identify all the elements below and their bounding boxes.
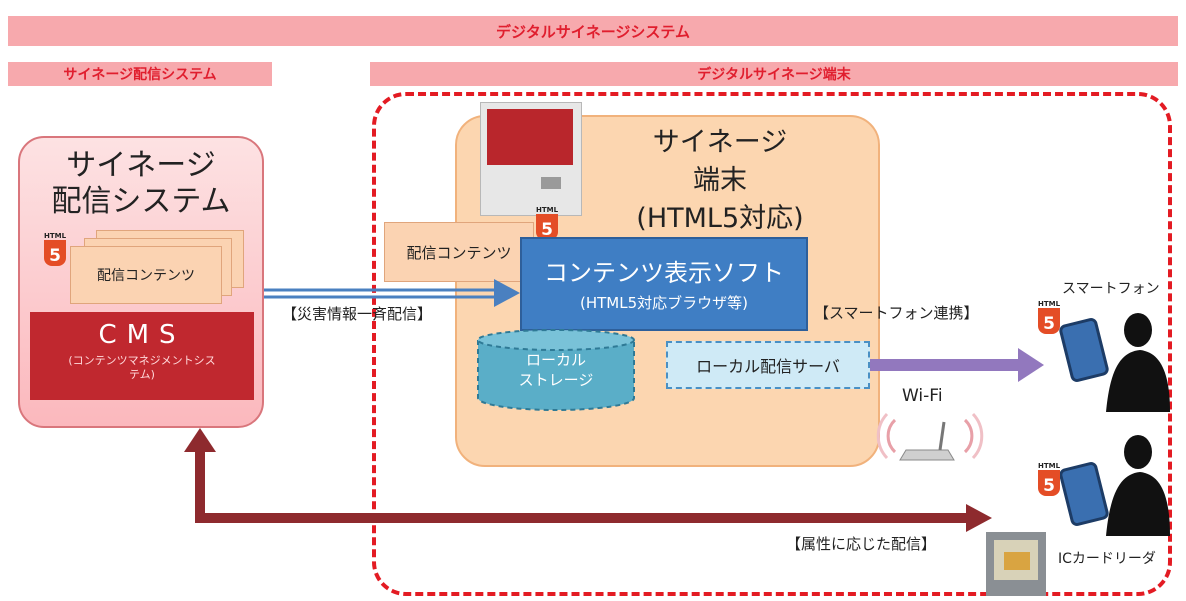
ic-card-reader-label: ICカードリーダ [1058, 551, 1156, 567]
html5-icon-device: HTML 5 [536, 206, 559, 240]
wifi-label: Wi-Fi [902, 386, 943, 406]
distribution-content-card: 配信コンテンツ [70, 246, 222, 304]
person-silhouette-bottom [1106, 435, 1170, 536]
wifi-router-icon [876, 412, 984, 461]
disaster-broadcast-label: 【災害情報一斉配信】 [282, 305, 433, 323]
html5-icon-distribution: HTML 5 [44, 232, 67, 266]
cms-subtitle-1: (コンテンツマネジメントシス [68, 354, 216, 367]
terminal-banner-title: デジタルサイネージ端末 [697, 67, 851, 83]
distribution-banner: サイネージ配信システム [8, 62, 272, 86]
attribute-delivery-label: 【属性に応じた配信】 [786, 535, 937, 553]
system-banner: デジタルサイネージシステム [8, 16, 1178, 46]
display-software-title: コンテンツ表示ソフト [544, 259, 784, 287]
terminal-banner: デジタルサイネージ端末 [370, 62, 1178, 86]
ic-card-reader-image [986, 532, 1046, 596]
terminal-dashed-frame [372, 92, 1172, 596]
signage-device-screen [487, 109, 573, 165]
distribution-banner-title: サイネージ配信システム [63, 67, 217, 83]
smartphone-label: スマートフォン [1062, 281, 1160, 297]
html5-icon-smartphone-bottom: HTML 5 [1038, 462, 1061, 496]
cms-block: CMS (コンテンツマネジメントシス テム) [30, 312, 254, 400]
person-silhouette-top [1106, 313, 1170, 412]
smartphone-link-label: 【スマートフォン連携】 [814, 304, 979, 322]
signage-terminal-title: サイネージ 端末 (HTML5対応) [636, 127, 804, 234]
content-display-software: コンテンツ表示ソフト (HTML5対応ブラウザ等) [520, 237, 808, 331]
attribute-delivery-arrow [184, 428, 992, 532]
smartphone-link-arrow [870, 348, 1044, 382]
local-storage-cylinder [477, 329, 635, 411]
smartphone-device-bottom [1059, 462, 1109, 526]
terminal-content-label: 配信コンテンツ [406, 243, 512, 262]
local-server-label: ローカル配信サーバ [696, 357, 840, 376]
cms-title: CMS [98, 320, 186, 350]
distribution-content-label: 配信コンテンツ [97, 268, 195, 284]
disaster-broadcast-arrow [264, 279, 520, 307]
terminal-content-card: 配信コンテンツ [384, 222, 534, 282]
device-slot [541, 177, 561, 189]
signage-device-image [480, 102, 582, 216]
system-banner-title: デジタルサイネージシステム [496, 22, 690, 41]
local-storage-label: ローカル ストレージ [518, 351, 594, 389]
html5-icon-smartphone-top: HTML 5 [1038, 300, 1061, 334]
local-distribution-server: ローカル配信サーバ [666, 341, 870, 389]
cms-subtitle-2: テム) [129, 368, 155, 381]
display-software-subtitle: (HTML5対応ブラウザ等) [580, 294, 748, 312]
distribution-system-title: サイネージ 配信システム [51, 148, 231, 219]
smartphone-device-top [1059, 318, 1109, 382]
